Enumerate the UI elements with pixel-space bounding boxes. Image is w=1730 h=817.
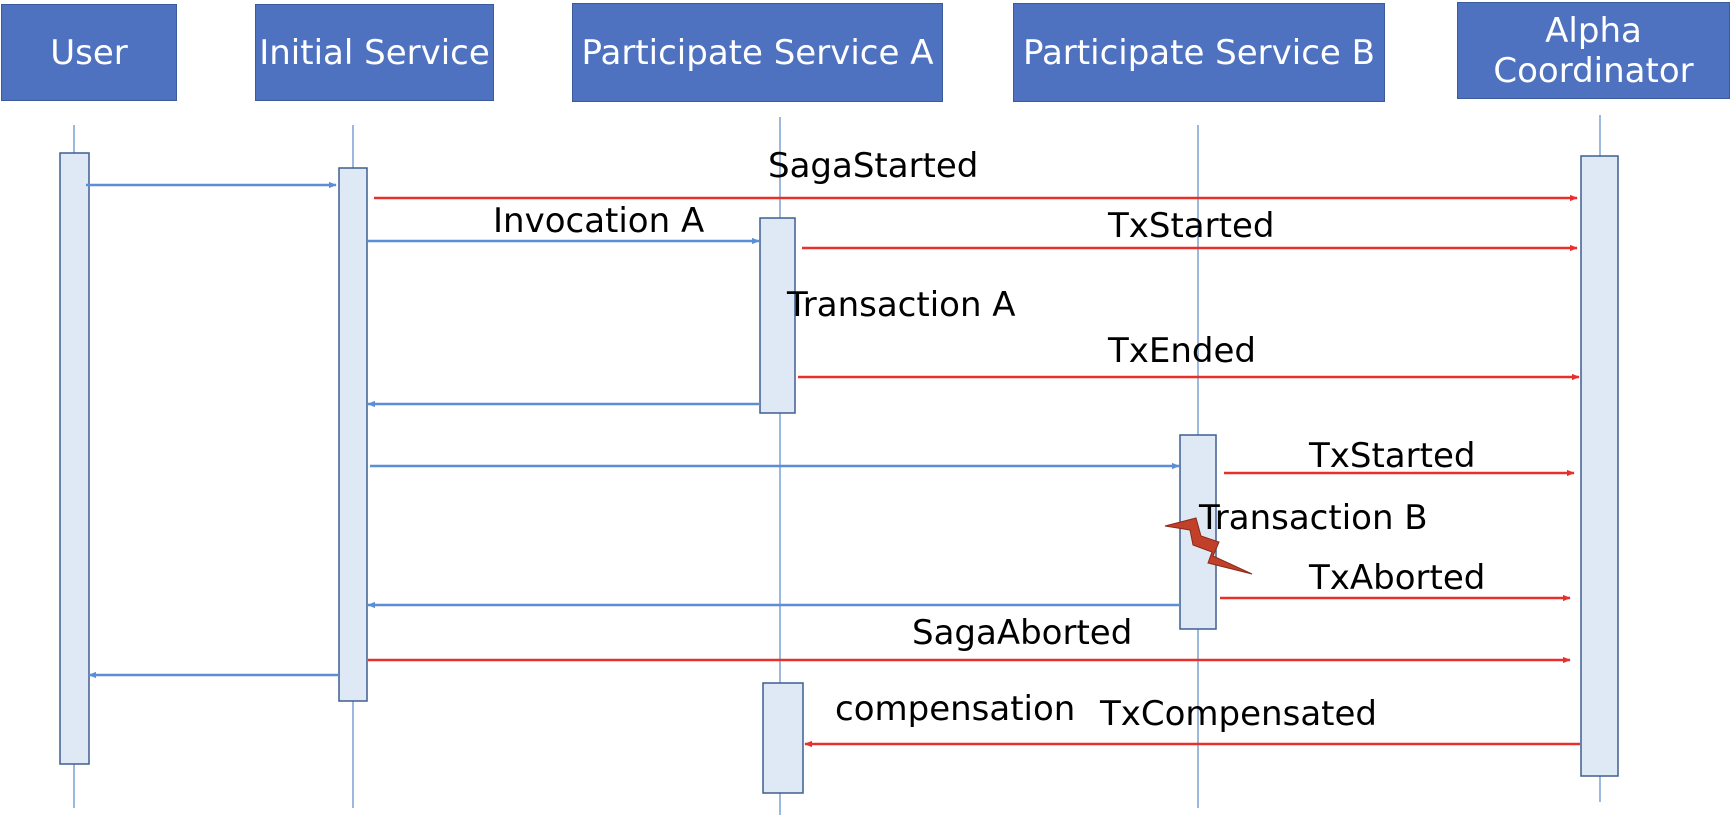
label-tx-compensated: TxCompensated <box>1099 694 1377 734</box>
participant-initial-service-label: Initial Service <box>259 32 490 73</box>
participant-alpha-label-line1: Alpha <box>1545 10 1642 51</box>
label-saga-started: SagaStarted <box>768 146 978 186</box>
label-invocation-a: Invocation A <box>493 201 704 241</box>
activation-bars <box>59 152 1619 794</box>
participant-initial-service: Initial Service <box>255 4 494 101</box>
label-transaction-a: Transaction A <box>786 285 1016 325</box>
event-arrows <box>368 194 1580 748</box>
participant-service-b: Participate Service B <box>1013 3 1385 102</box>
activation-user <box>59 152 90 765</box>
label-tx-started-a: TxStarted <box>1107 206 1274 246</box>
lightning-bolt-icon <box>1164 517 1253 575</box>
label-tx-started-b: TxStarted <box>1308 436 1475 476</box>
participant-user-label: User <box>50 32 128 73</box>
activation-service-a-transaction <box>759 217 796 414</box>
message-labels: SagaStarted Invocation A TxStarted Trans… <box>493 146 1485 734</box>
label-saga-aborted: SagaAborted <box>912 613 1132 653</box>
participant-service-a: Participate Service A <box>572 3 943 102</box>
participant-alpha-label-line2: Coordinator <box>1493 50 1694 91</box>
activation-initial-service <box>338 167 368 702</box>
participant-service-b-label: Participate Service B <box>1023 32 1375 73</box>
participant-user: User <box>1 4 177 101</box>
activation-service-a-compensation <box>762 682 804 794</box>
participant-alpha-coordinator: Alpha Coordinator <box>1457 2 1730 99</box>
participant-service-a-label: Participate Service A <box>581 32 934 73</box>
label-tx-aborted: TxAborted <box>1308 558 1485 598</box>
label-compensation: compensation <box>835 689 1075 729</box>
label-tx-ended: TxEnded <box>1107 331 1256 371</box>
label-transaction-b: Transaction B <box>1198 498 1428 538</box>
activation-alpha-coordinator <box>1580 155 1619 777</box>
call-arrows <box>86 181 1180 679</box>
